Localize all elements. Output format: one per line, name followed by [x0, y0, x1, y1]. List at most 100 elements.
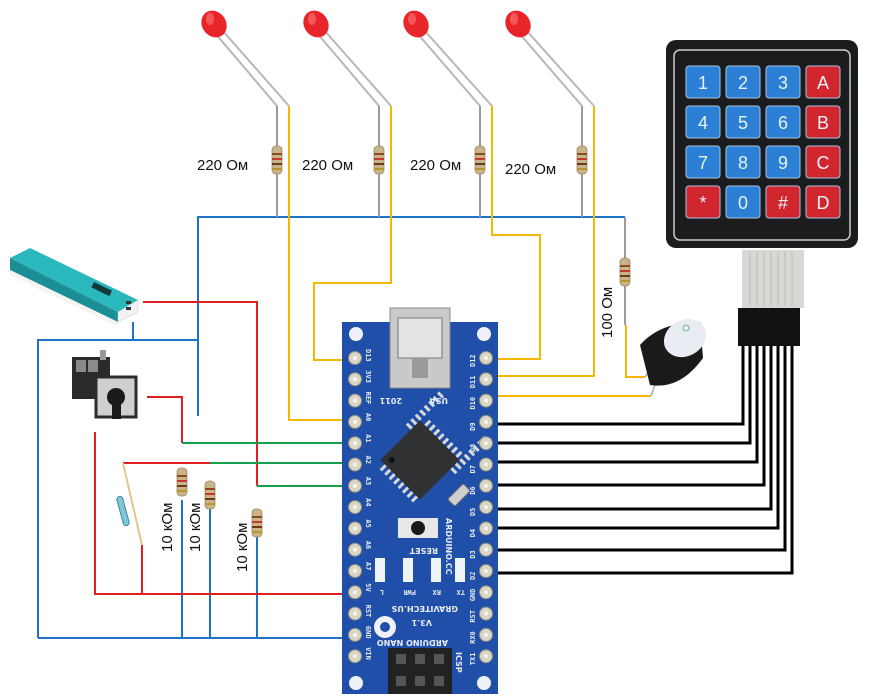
board-model: ARDUINO NANO — [377, 638, 448, 647]
keypad-wire-5 — [490, 345, 773, 511]
resistor-led3 — [474, 145, 486, 175]
signal-wire-buzzer-d10 — [625, 325, 645, 378]
pin-label: 5V — [364, 583, 372, 592]
pin-d10-right[interactable]: D10 — [469, 393, 493, 410]
power-bank — [10, 248, 139, 326]
label-r-led2: 220 Ом — [302, 157, 353, 174]
keypad-key-5[interactable]: 5 — [725, 105, 761, 139]
pin-label: A6 — [364, 541, 372, 549]
keypad-key-6[interactable]: 6 — [765, 105, 801, 139]
pin-label: D5 — [469, 508, 477, 516]
label-r-buzzer: 100 Ом — [599, 287, 616, 338]
pin-label: D7 — [469, 465, 477, 473]
signal-wire-led3-d12 — [490, 106, 541, 360]
pin-label: 3V3 — [364, 370, 372, 383]
keypad-key-D[interactable]: D — [805, 185, 841, 219]
keypad-wire-7 — [490, 345, 787, 552]
keypad-key-label: 3 — [778, 73, 788, 93]
board-led-l: L — [380, 588, 384, 596]
label-r-led1: 220 Ом — [197, 157, 248, 174]
board-led-tx: TX — [456, 588, 465, 596]
keypad-key-label: A — [817, 73, 829, 93]
mcu-chip — [379, 391, 489, 503]
pin-a7-left[interactable]: A7 — [348, 562, 373, 578]
keypad-key-label: 9 — [778, 153, 788, 173]
keypad-key-8[interactable]: 8 — [725, 145, 761, 179]
pin-rst-left[interactable]: RST — [348, 605, 373, 621]
resistor-pulldown-1 — [176, 467, 188, 497]
pin-vin-left[interactable]: VIN — [348, 647, 373, 664]
board-site: ARDUINO.CC — [444, 518, 453, 575]
pin-label: GND — [469, 589, 477, 602]
label-r-pulldown-2: 10 кОм — [187, 503, 204, 552]
usb-connector[interactable] — [389, 307, 451, 389]
keypad-key-C[interactable]: C — [805, 145, 841, 179]
pin-5v-left[interactable]: 5V — [348, 583, 373, 600]
keypad-key-3[interactable]: 3 — [765, 65, 801, 99]
pin-d7-right[interactable]: D7 — [469, 457, 493, 474]
keypad-key-1[interactable]: 1 — [685, 65, 721, 99]
keypad-key-label: 5 — [738, 113, 748, 133]
reset-button[interactable] — [398, 518, 438, 538]
keypad-key-7[interactable]: 7 — [685, 145, 721, 179]
keypad-key-A[interactable]: A — [805, 65, 841, 99]
pin-a4-left[interactable]: A4 — [348, 498, 373, 515]
pin-label: TX1 — [469, 653, 477, 666]
pin-a0-left[interactable]: A0 — [348, 413, 373, 429]
board-led-pwr: PWR — [403, 588, 416, 596]
keypad-key-label: C — [817, 153, 830, 173]
pin-rst-right[interactable]: RST — [469, 606, 493, 623]
pin-a5-left[interactable]: A5 — [348, 519, 373, 536]
resistor-buzzer — [619, 257, 631, 287]
pin-gnd-left[interactable]: GND — [348, 626, 373, 642]
pin-a2-left[interactable]: A2 — [348, 456, 373, 472]
pin-d9-right[interactable]: D9 — [469, 414, 493, 431]
pin-d12-right[interactable]: D12 — [469, 351, 493, 368]
keypad-key-B[interactable]: B — [805, 105, 841, 139]
pin-ref-left[interactable]: REF — [348, 392, 373, 408]
pin-rx0-right[interactable]: RX0 — [469, 627, 493, 644]
pin-d8-right[interactable]: D8 — [469, 436, 493, 453]
keypad-key-2[interactable]: 2 — [725, 65, 761, 99]
keypad-key-4[interactable]: 4 — [685, 105, 721, 139]
pin-d13-left[interactable]: D13 — [348, 349, 373, 365]
led-4-body — [505, 10, 531, 38]
pin-d5-right[interactable]: D5 — [469, 500, 493, 516]
resistor-labels: 220 Ом 220 Ом 220 Ом 220 Ом 100 Ом 10 кО… — [159, 157, 616, 572]
board-year: 2011 — [379, 396, 402, 405]
pin-label: REF — [364, 392, 372, 405]
pin-d2-right[interactable]: D2 — [469, 564, 493, 581]
pin-d4-right[interactable]: D4 — [469, 521, 493, 538]
pin-a6-left[interactable]: A6 — [348, 541, 373, 557]
keypad-key-*[interactable]: * — [685, 185, 721, 219]
pin-a3-left[interactable]: A3 — [348, 477, 373, 493]
board-icsp: ICSP — [454, 652, 463, 673]
pin-d6-right[interactable]: D6 — [469, 478, 493, 495]
pin-3v3-left[interactable]: 3V3 — [348, 370, 373, 387]
led-pwr — [403, 558, 413, 582]
pin-label: GND — [364, 626, 372, 639]
board-version: V3.1 — [411, 618, 432, 627]
pin-d11-right[interactable]: D11 — [469, 372, 493, 389]
pin-a1-left[interactable]: A1 — [348, 434, 373, 451]
pin-label: D3 — [469, 550, 477, 558]
led-l — [375, 558, 385, 582]
pin-d3-right[interactable]: D3 — [469, 542, 493, 559]
keypad-key-0[interactable]: 0 — [725, 185, 761, 219]
keypad-key-label: 2 — [738, 73, 748, 93]
keypad-key-#[interactable]: # — [765, 185, 801, 219]
rotary-switch — [72, 350, 138, 419]
reed-lead — [122, 462, 143, 546]
keypad-key-9[interactable]: 9 — [765, 145, 801, 179]
wires — [37, 106, 651, 639]
pin-tx1-right[interactable]: TX1 — [469, 649, 493, 666]
label-r-led3: 220 Ом — [410, 157, 461, 174]
pin-label: D6 — [469, 486, 477, 494]
power-wire-powerbank — [143, 301, 258, 486]
resistor-led2 — [373, 145, 385, 175]
pin-gnd-right[interactable]: GND — [469, 585, 493, 602]
pin-label: D2 — [469, 572, 477, 580]
led-2-body — [303, 10, 329, 38]
